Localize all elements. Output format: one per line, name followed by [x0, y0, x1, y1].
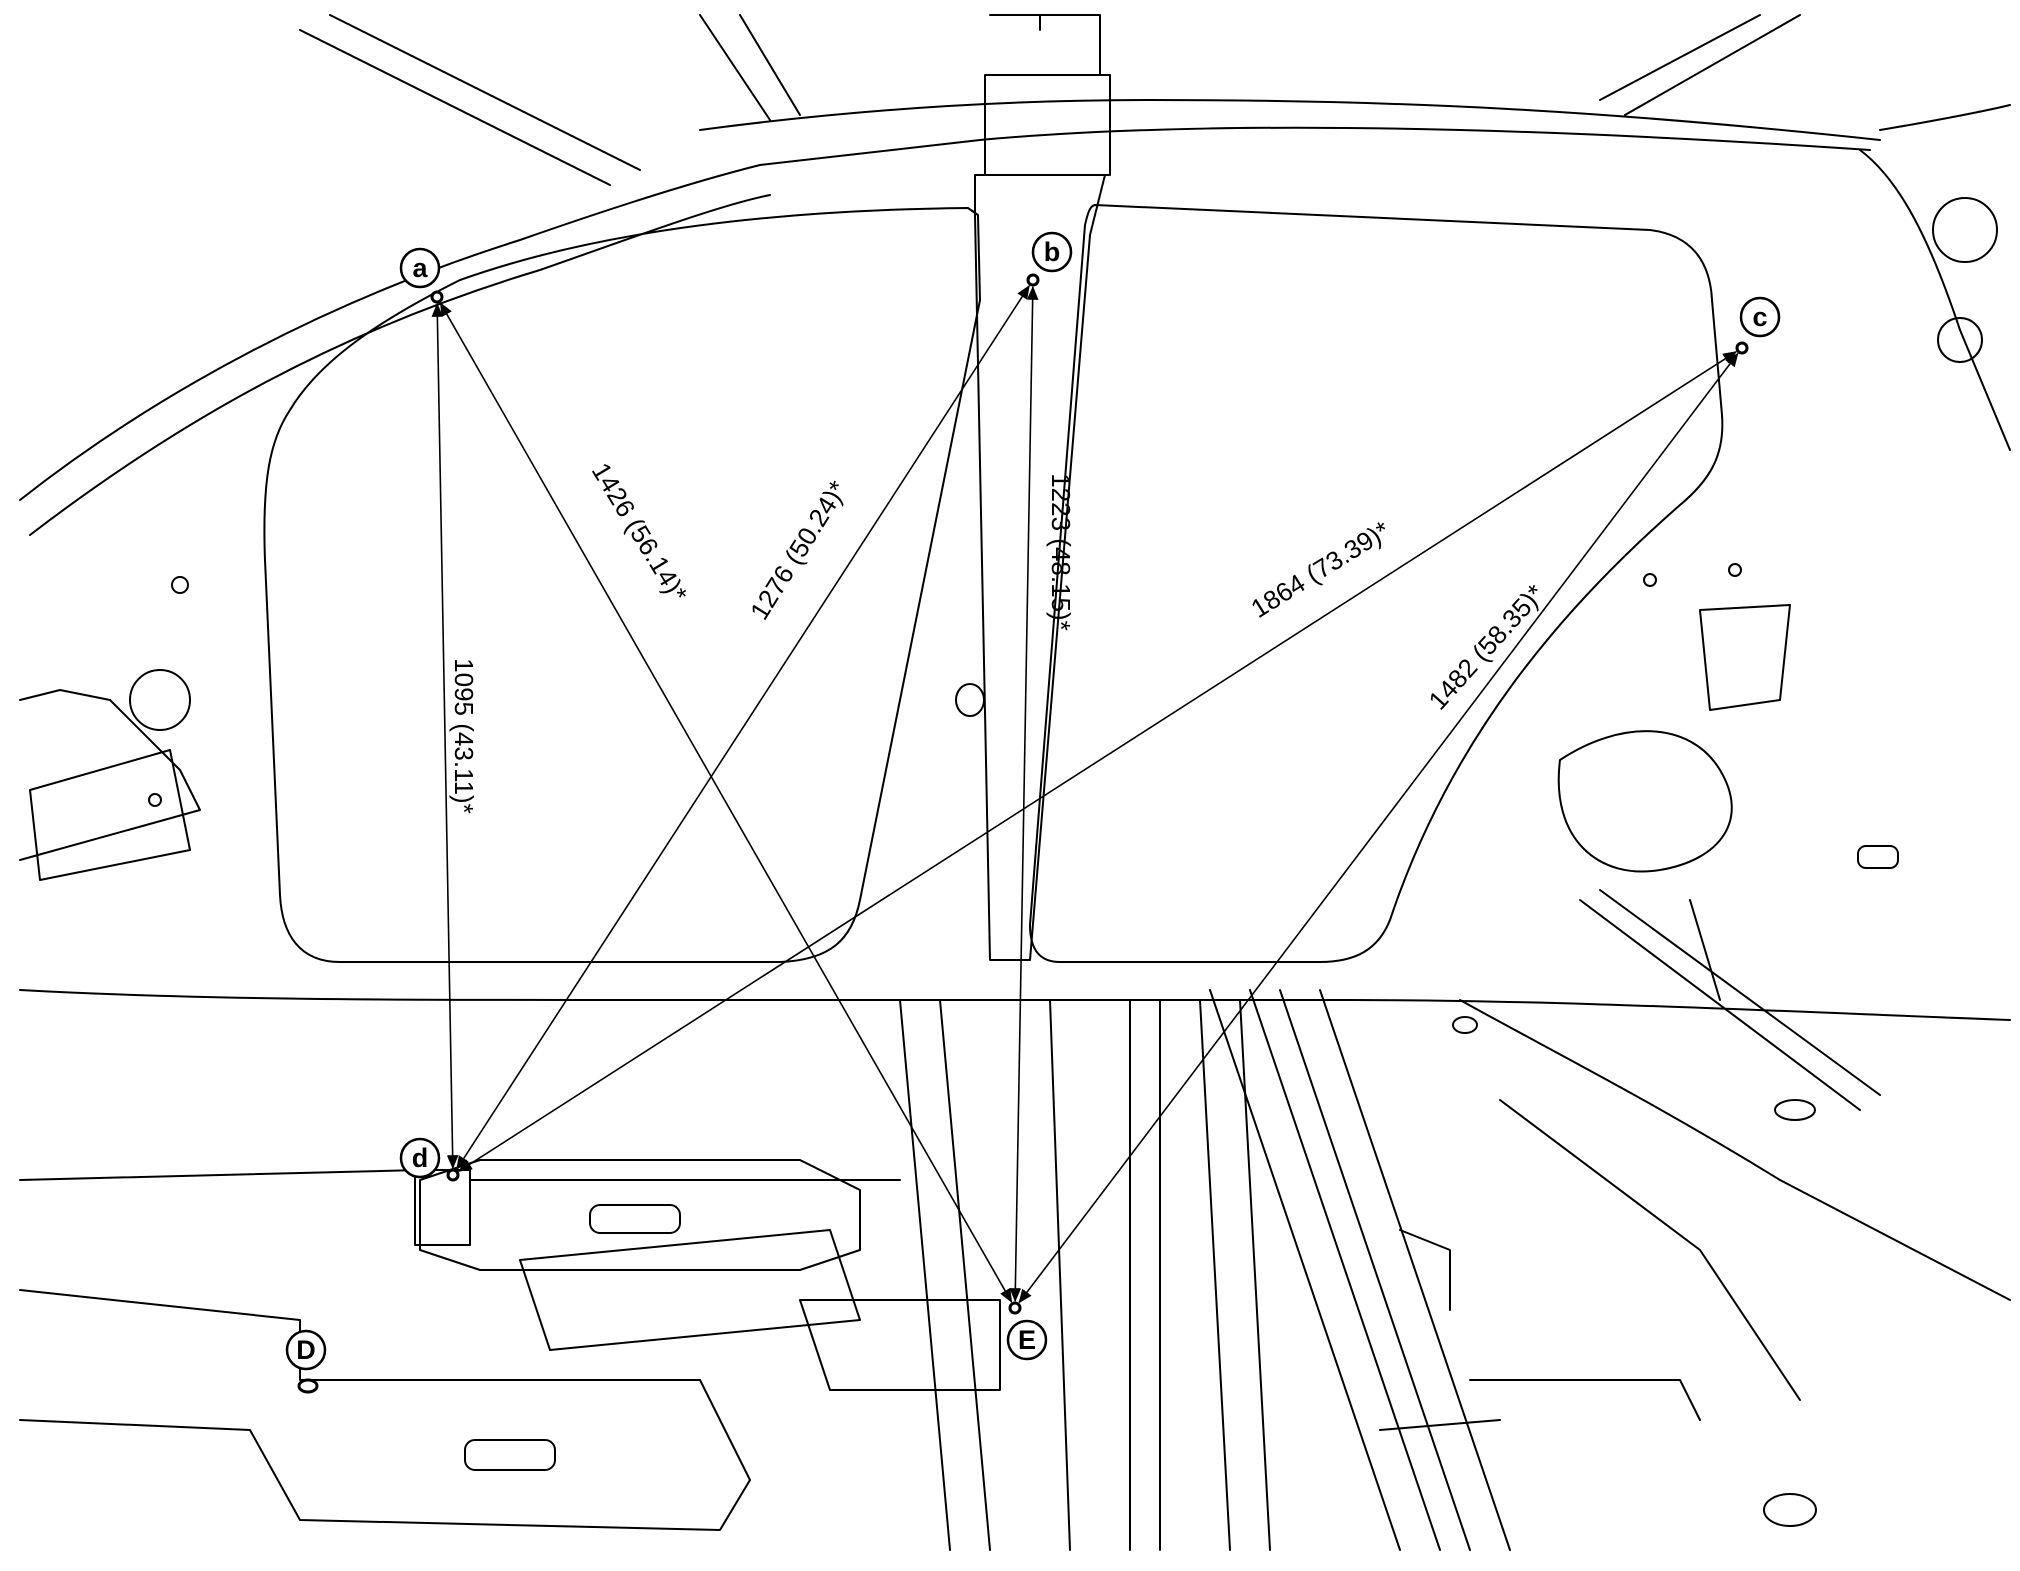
rear-floor — [1459, 999, 2011, 1401]
center-pillar-cap — [989, 14, 1101, 76]
point-label-a: a — [412, 253, 428, 283]
point-label-D: D — [296, 1335, 316, 1365]
floor-panel-center — [799, 1299, 1001, 1391]
floor-step — [1379, 1229, 1701, 1431]
point-label-circle-a — [399, 247, 441, 289]
front-window-opening — [263, 207, 981, 963]
dimension-line-c-E — [1018, 352, 1739, 1304]
rear-bracket — [1689, 604, 1791, 1001]
rear-quarter-hole-2 — [1937, 317, 1983, 363]
vehicle-body-outline — [19, 14, 2011, 1551]
point-hole-d — [446, 1168, 460, 1182]
floor-crossmember-2 — [519, 1229, 861, 1351]
sill-lower — [19, 1169, 901, 1181]
point-hole-a — [430, 290, 444, 304]
dimension-label-b-d: 1276 (50.24)* — [744, 475, 853, 625]
center-pillar-top — [984, 74, 1111, 176]
point-d: d — [399, 1137, 460, 1182]
point-label-circle-E — [1006, 1319, 1048, 1361]
sill — [19, 989, 2011, 1021]
point-c: c — [1735, 296, 1781, 355]
point-label-circle-d — [399, 1137, 441, 1179]
point-hole-D — [297, 1378, 319, 1394]
point-hole-E — [1008, 1301, 1022, 1315]
window-hole — [955, 683, 985, 717]
point-a: a — [399, 247, 444, 304]
dimension-line-c-d — [457, 351, 1738, 1172]
small-hole-3 — [1728, 563, 1742, 577]
dimension-lines: 1095 (43.11)*1426 (56.14)*1276 (50.24)*1… — [431, 284, 1739, 1304]
front-lower-hole — [129, 669, 191, 731]
point-label-b: b — [1044, 237, 1061, 267]
floor-rail — [899, 999, 1071, 1551]
point-label-circle-b — [1031, 231, 1073, 273]
floor-slot — [589, 1204, 681, 1234]
point-b: b — [1026, 231, 1073, 287]
front-lower-pillar — [19, 689, 201, 861]
point-label-circle-c — [1739, 296, 1781, 338]
center-pillar — [974, 174, 1106, 961]
roof-rail-inner — [29, 194, 771, 536]
measurement-points: a b c dD E — [285, 231, 1781, 1394]
rear-rail-diagonal — [1579, 889, 1881, 1111]
dimension-label-c-E: 1482 (58.35)* — [1422, 578, 1550, 715]
floor-tunnel-left — [1129, 999, 1271, 1551]
dimension-label-c-d: 1864 (73.39)* — [1245, 515, 1395, 624]
dimension-line-b-E — [1009, 285, 1039, 1303]
small-hole-4 — [1643, 573, 1657, 587]
rear-quarter — [1859, 104, 2011, 451]
roof-bow-left-2 — [299, 14, 641, 186]
dimension-label-a-d: 1095 (43.11)* — [449, 658, 479, 814]
point-label-E: E — [1018, 1325, 1036, 1355]
point-label-d: d — [412, 1143, 429, 1173]
floor-hole-3 — [1452, 1016, 1478, 1034]
small-hole-1 — [171, 576, 189, 594]
roof-bow-right — [1599, 14, 1801, 116]
floor-crossmember — [419, 1159, 861, 1271]
floor-hole-2 — [1774, 1099, 1816, 1121]
rear-wheelhouse — [1557, 730, 1733, 873]
front-lower-bracket — [29, 749, 191, 881]
dimension-line-a-E — [439, 302, 1013, 1303]
point-label-c: c — [1752, 302, 1767, 332]
rear-quarter-hole — [1932, 197, 1998, 263]
floor-hole-1 — [1763, 1493, 1817, 1527]
seat-bracket — [414, 1169, 471, 1246]
roof-bow-left — [699, 14, 801, 121]
point-label-circle-D — [285, 1329, 327, 1371]
rear-slot — [1857, 845, 1899, 869]
point-E: E — [1006, 1301, 1048, 1361]
point-D: D — [285, 1329, 327, 1394]
floor-panel-left — [19, 1289, 751, 1531]
point-hole-c — [1735, 341, 1749, 355]
dimension-label-b-E: 1223 (48.15)* — [1046, 473, 1076, 631]
roof-rail-upper — [699, 99, 1881, 141]
floor-slot-2 — [464, 1439, 556, 1471]
small-hole-2 — [148, 793, 162, 807]
point-hole-b — [1026, 273, 1040, 287]
roof-rail — [19, 126, 1871, 501]
